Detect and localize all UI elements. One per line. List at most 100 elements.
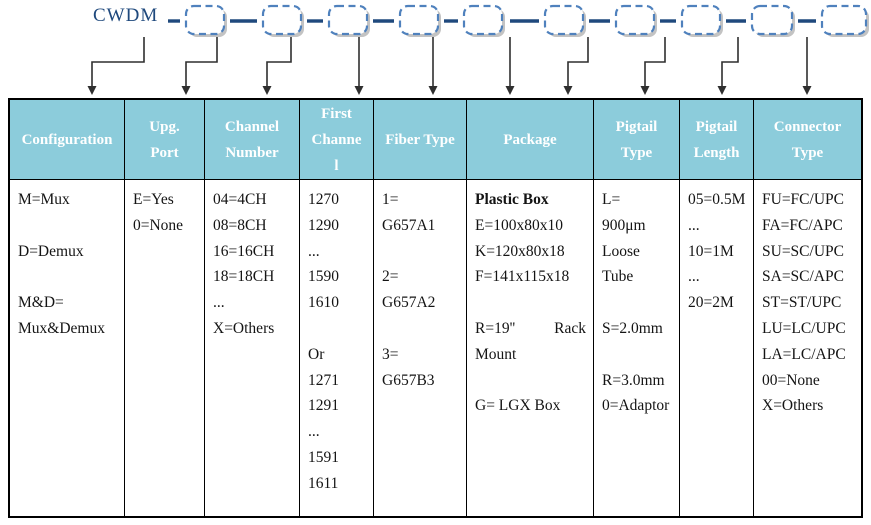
spec-line: 18=18CH <box>213 268 275 286</box>
down-arrow-head <box>262 86 272 95</box>
down-arrow-head <box>428 86 438 95</box>
spec-line: Loose <box>602 242 640 260</box>
down-arrow-line <box>721 37 739 87</box>
code-boxes-and-arrows <box>87 4 869 95</box>
spec-line-left: R=19'' <box>475 319 516 337</box>
spec-line: LU=LC/UPC <box>762 319 846 337</box>
down-arrow-head <box>640 86 650 95</box>
down-arrow-head <box>505 86 515 95</box>
spec-line: 1590 <box>308 268 339 286</box>
down-arrow-line <box>644 37 666 87</box>
spec-line: X=Others <box>762 397 824 415</box>
code-placeholder-box <box>327 4 369 36</box>
header-line: l <box>334 157 339 174</box>
spec-line: LA=LC/APC <box>762 345 846 363</box>
spec-line: Tube <box>602 268 634 286</box>
spec-line <box>602 290 674 316</box>
header-line: Channe <box>311 131 362 148</box>
column-header-package: Package <box>467 100 593 180</box>
spec-line: 0=None <box>133 216 184 234</box>
spec-line: 04=4CH <box>213 191 267 208</box>
column-values-upg-port: E=Yes 0=None <box>125 180 204 516</box>
column-values-channel-number: 04=4CH 08=8CH 16=16CH 18=18CH... X=Others <box>205 180 299 516</box>
header-line: Length <box>693 144 740 161</box>
spec-line: 20=2M <box>688 294 734 312</box>
down-arrow-line <box>91 37 145 87</box>
header-line: Configuration <box>21 131 113 148</box>
code-placeholder-box <box>750 4 794 36</box>
spec-line: G657A1 <box>382 216 436 234</box>
spec-line: SA=SC/APC <box>762 268 844 286</box>
down-arrow-line <box>185 37 218 87</box>
spec-line: Mount <box>475 345 517 363</box>
spec-line: G= LGX Box <box>475 397 561 415</box>
spec-line: ... <box>688 268 700 286</box>
column-header-upg-port: Upg. Port <box>125 100 204 180</box>
column-values-configuration: M=Mux D=Demux M&D=Mux&Demux <box>10 180 124 516</box>
spec-line-right: Rack <box>554 319 586 337</box>
spec-line: L= <box>602 191 621 208</box>
spec-line <box>18 213 119 239</box>
down-arrow-head <box>717 86 727 95</box>
spec-line: 1611 <box>308 474 339 492</box>
spec-line: R=3.0mm <box>602 371 665 389</box>
spec-line: 1290 <box>308 216 339 234</box>
spec-line: FA=FC/APC <box>762 216 843 234</box>
spec-line <box>382 316 461 342</box>
spec-line: ... <box>308 242 320 260</box>
spec-line: E=Yes <box>133 191 174 208</box>
spec-line: K=120x80x18 <box>475 242 565 260</box>
spec-line: 08=8CH <box>213 216 267 234</box>
down-arrow-head <box>181 86 191 95</box>
code-placeholder-box <box>184 4 226 36</box>
spec-line: 10=1M <box>688 242 734 260</box>
column-values-fiber-type: 1=G657A1 2=G657A2 3=G657B3 <box>374 180 466 516</box>
header-line: Channel <box>224 118 280 135</box>
spec-line: ... <box>308 423 320 441</box>
spec-line: G657B3 <box>382 371 435 389</box>
spec-line: 2= <box>382 268 399 286</box>
header-line: Type <box>791 144 824 161</box>
header-line: First <box>321 105 352 122</box>
code-placeholder-box <box>614 4 656 36</box>
spec-line: 1591 <box>308 448 339 466</box>
down-arrow-head <box>563 86 573 95</box>
column-values-pigtail-length: 05=0.5M...10=1M...20=2M <box>680 180 753 516</box>
code-placeholder-box <box>680 4 722 36</box>
code-placeholder-box <box>398 4 440 36</box>
down-arrow-line <box>266 37 292 87</box>
code-placeholder-box <box>820 4 868 36</box>
header-line: Upg. <box>149 118 180 135</box>
column-header-fiber-type: Fiber Type <box>374 100 466 180</box>
spec-line <box>475 290 588 316</box>
spec-line: 3= <box>382 345 399 363</box>
header-line: Pigtail <box>695 118 738 135</box>
spec-line: Mux&Demux <box>18 319 105 337</box>
header-line: Fiber Type <box>385 131 455 148</box>
spec-line: 16=16CH <box>213 242 275 260</box>
spec-line: ... <box>213 294 225 312</box>
spec-line: X=Others <box>213 319 275 337</box>
spec-line: FU=FC/UPC <box>762 191 844 208</box>
code-placeholder-box <box>462 4 504 36</box>
down-arrow-head <box>802 86 812 95</box>
spec-line: Or <box>308 345 325 363</box>
header-line: Port <box>150 144 179 161</box>
header-line: Number <box>225 144 279 161</box>
